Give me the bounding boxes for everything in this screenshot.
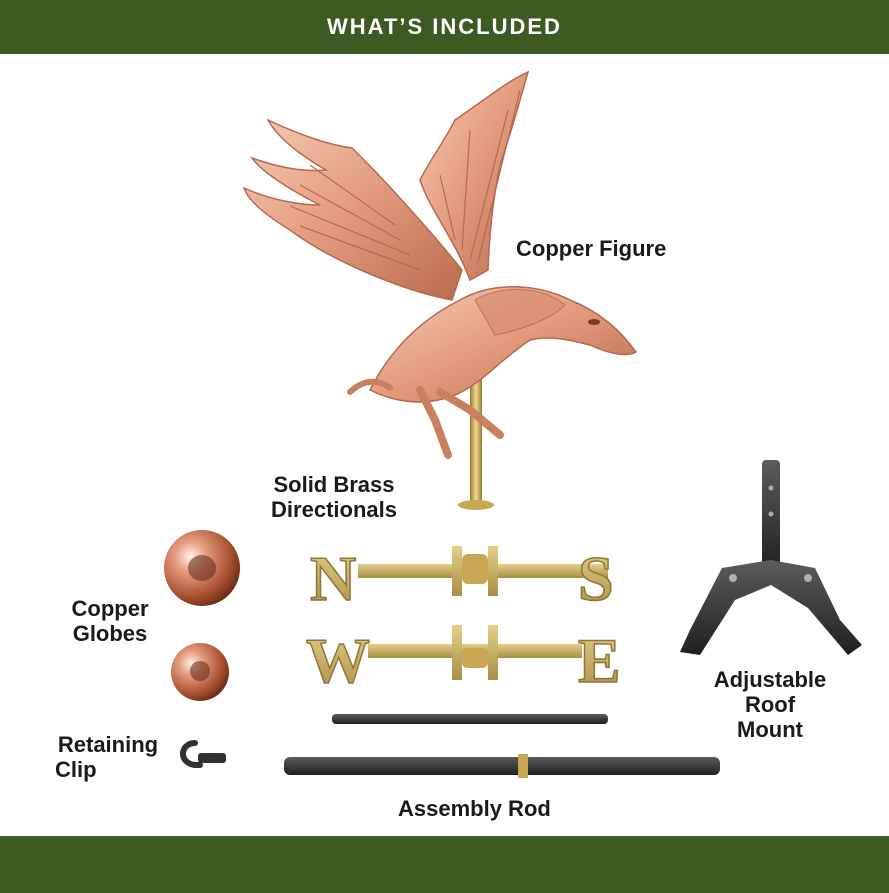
copper-figure-image	[242, 70, 638, 510]
copper-globes-label: Copper Globes	[60, 596, 160, 646]
footer-band	[0, 836, 889, 893]
directional-we-image	[368, 625, 582, 680]
assembly-rod-label: Assembly Rod	[398, 796, 551, 821]
directionals-label: Solid Brass Directionals	[256, 472, 412, 522]
thin-rod-image	[332, 714, 608, 724]
retaining-clip-image	[180, 740, 226, 768]
copper-globes-label-line2: Globes	[72, 621, 148, 646]
directional-letter-w: W	[306, 625, 370, 696]
page-title: WHAT’S INCLUDED	[327, 14, 562, 39]
directionals-label-line1: Solid Brass	[273, 472, 395, 497]
copper-globes-label-line1: Copper	[71, 596, 149, 621]
roof-mount-label-line3: Mount	[737, 717, 803, 742]
copper-globes-image	[164, 530, 240, 701]
retaining-clip-label: Retaining Clip	[50, 732, 166, 782]
directional-letter-s: S	[578, 543, 614, 614]
roof-mount-label: Adjustable Roof Mount	[700, 667, 840, 742]
copper-figure-label: Copper Figure	[516, 236, 667, 261]
directional-ns-image	[358, 546, 608, 596]
retaining-clip-label-line1: Retaining	[57, 732, 159, 757]
roof-mount-label-line2: Roof	[744, 692, 796, 717]
roof-mount-image	[680, 460, 862, 655]
directional-letter-e: E	[578, 625, 621, 696]
directionals-label-line2: Directionals	[271, 497, 397, 522]
header-band: WHAT’S INCLUDED	[0, 0, 889, 54]
roof-mount-label-line1: Adjustable	[713, 667, 827, 692]
directional-letter-n: N	[310, 543, 356, 614]
retaining-clip-label-line2: Clip	[55, 757, 97, 782]
assembly-rod-image	[284, 754, 720, 778]
